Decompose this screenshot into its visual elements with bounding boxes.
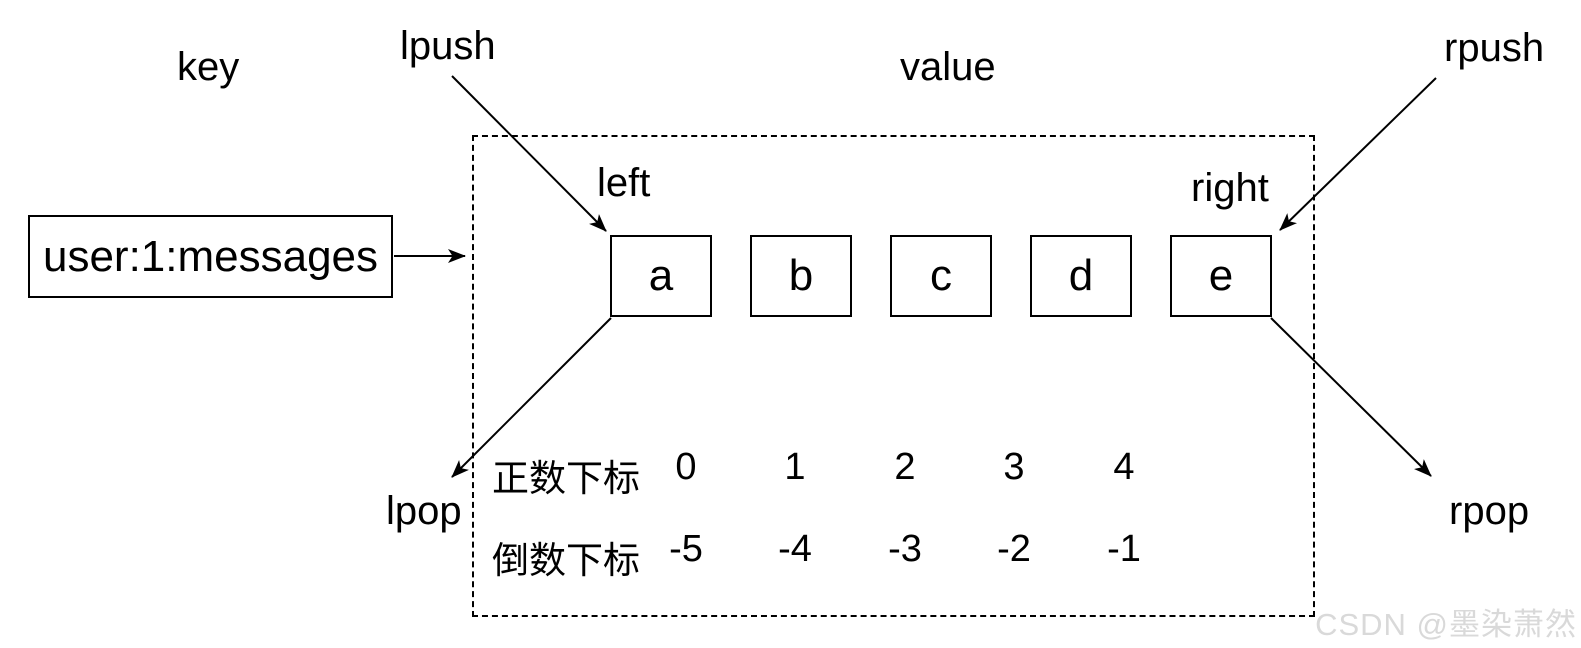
list-cell-text: d <box>1068 251 1094 300</box>
rpop-label: rpop <box>1449 489 1530 533</box>
right-label: right <box>1191 166 1269 210</box>
key-box: user:1:messages <box>28 215 393 298</box>
lpush-label: lpush <box>400 24 496 68</box>
lpop-label: lpop <box>386 489 462 533</box>
left-label: left <box>597 161 651 205</box>
list-cell: a <box>610 235 712 317</box>
positive-index-value: 4 <box>1113 446 1135 488</box>
value-label: value <box>900 45 996 89</box>
list-cell-text: a <box>648 251 674 300</box>
negative-index-value: -5 <box>669 528 703 570</box>
negative-index-row-label: 倒数下标 <box>492 540 640 581</box>
positive-index-value: 2 <box>894 446 916 488</box>
negative-index-value: -3 <box>888 528 922 570</box>
positive-index-value: 3 <box>1003 446 1025 488</box>
list-cell: e <box>1170 235 1272 317</box>
list-cell: d <box>1030 235 1132 317</box>
list-cell-text: c <box>930 251 952 300</box>
list-cell: c <box>890 235 992 317</box>
positive-index-row-label: 正数下标 <box>492 458 640 499</box>
list-cell-text: e <box>1208 251 1234 300</box>
csdn-watermark: CSDN @墨染萧然 <box>1315 607 1577 642</box>
negative-index-value: -2 <box>997 528 1031 570</box>
negative-index-value: -4 <box>778 528 812 570</box>
list-cell: b <box>750 235 852 317</box>
list-cell-text: b <box>788 251 814 300</box>
key-box-text: user:1:messages <box>42 231 379 281</box>
key-label: key <box>177 45 240 89</box>
rpush-label: rpush <box>1444 26 1545 70</box>
value-region-border <box>472 135 1315 617</box>
negative-index-value: -1 <box>1107 528 1141 570</box>
positive-index-value: 0 <box>675 446 697 488</box>
positive-index-value: 1 <box>784 446 806 488</box>
